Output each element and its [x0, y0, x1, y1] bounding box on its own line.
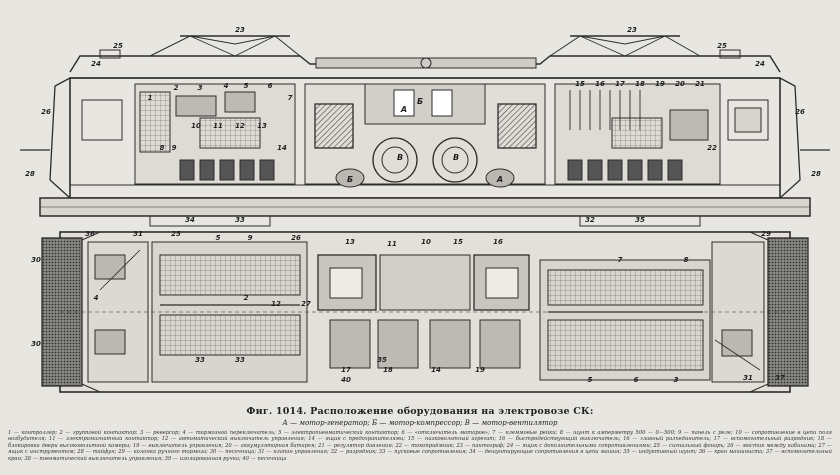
side-callout: 28 [811, 170, 821, 178]
side-callout: 22 [707, 144, 717, 152]
plan-callout: 5 [216, 234, 221, 242]
plan-callout: 11 [387, 240, 397, 248]
plan-callout: 30 [31, 256, 41, 264]
plan-callout: 29 [761, 230, 771, 238]
side-callout: 34 [185, 216, 195, 224]
plan-callout: 5 [588, 376, 593, 384]
machine-letter: Б [347, 175, 353, 184]
machine-letter: Б [417, 97, 423, 106]
machine-letter: А [496, 175, 503, 184]
plan-callout: 31 [743, 374, 753, 382]
side-callout: 4 [224, 82, 229, 90]
side-elevation-view [20, 35, 830, 227]
side-callout: 8 [160, 144, 165, 152]
plan-callout: 27 [301, 300, 311, 308]
side-callout: 35 [635, 216, 645, 224]
side-callout: 23 [627, 26, 637, 34]
plan-callout: 15 [453, 238, 463, 246]
plan-callout: 33 [235, 356, 245, 364]
plan-callout: 37 [775, 374, 785, 382]
plan-callout: 40 [341, 376, 351, 384]
side-callout: 1 [148, 94, 153, 102]
plan-callout: 36 [85, 230, 95, 238]
plan-callout: 25 [171, 230, 181, 238]
side-callout: 25 [717, 42, 727, 50]
side-callout: 12 [235, 122, 245, 130]
equipment-layout-diagram: 2323252524242828262612345678910111213141… [20, 26, 830, 393]
side-callout: 32 [585, 216, 595, 224]
plan-callout: 19 [475, 366, 485, 374]
figure-machine-legend: А — мотор-генератор; Б — мотор-компрессо… [282, 419, 558, 427]
plan-callout: 30 [31, 340, 41, 348]
machine-letter: А [400, 105, 407, 114]
side-callout: 6 [268, 82, 273, 90]
side-callout: 16 [595, 80, 605, 88]
plan-callout: 10 [421, 238, 431, 246]
machine-letter: В [397, 153, 403, 162]
side-callout: 24 [755, 60, 765, 68]
plan-callout: 2 [244, 294, 249, 302]
side-callout: 3 [198, 84, 203, 92]
side-callout: 15 [575, 80, 585, 88]
machine-letter: В [453, 153, 459, 162]
side-callout: 10 [191, 122, 201, 130]
side-callout: 19 [655, 80, 665, 88]
side-callout: 26 [795, 108, 805, 116]
figure-caption: Фиг. 1014. Расположение оборудования на … [246, 406, 594, 417]
plan-callout: 8 [684, 256, 689, 264]
plan-callout: 18 [383, 366, 393, 374]
side-callout: 13 [257, 122, 267, 130]
side-callout: 25 [113, 42, 123, 50]
plan-callout: 26 [291, 234, 301, 242]
side-callout: 17 [615, 80, 625, 88]
side-callout: 33 [235, 216, 245, 224]
side-callout: 26 [41, 108, 51, 116]
side-callout: 23 [235, 26, 245, 34]
side-callout: 9 [172, 144, 177, 152]
plan-callout: 31 [133, 230, 143, 238]
machine-letter-callouts: А Б В В Б А [347, 97, 503, 184]
side-callout: 14 [277, 144, 287, 152]
plan-callout: 14 [431, 366, 441, 374]
plan-callout: 16 [493, 238, 503, 246]
side-callout: 5 [244, 82, 249, 90]
side-callout: 7 [288, 94, 293, 102]
side-callout: 28 [25, 170, 35, 178]
plan-callout: 7 [618, 256, 623, 264]
plan-callout: 6 [634, 376, 639, 384]
plan-callout: 35 [377, 356, 387, 364]
side-callout: 18 [635, 80, 645, 88]
side-callout: 21 [695, 80, 705, 88]
side-callout: 2 [174, 84, 179, 92]
side-callout: 24 [91, 60, 101, 68]
plan-callout: 9 [248, 234, 253, 242]
plan-callout: 12 [271, 300, 281, 308]
side-callout: 20 [675, 80, 685, 88]
plan-callout: 13 [345, 238, 355, 246]
figure-legend: 1 — контроллер; 2 — групповой контактор;… [8, 430, 832, 462]
side-callout: 11 [213, 122, 223, 130]
plan-callout: 4 [94, 294, 99, 302]
plan-callout: 33 [195, 356, 205, 364]
plan-view [41, 231, 809, 393]
plan-callout: 3 [674, 376, 679, 384]
plan-callout: 17 [341, 366, 351, 374]
